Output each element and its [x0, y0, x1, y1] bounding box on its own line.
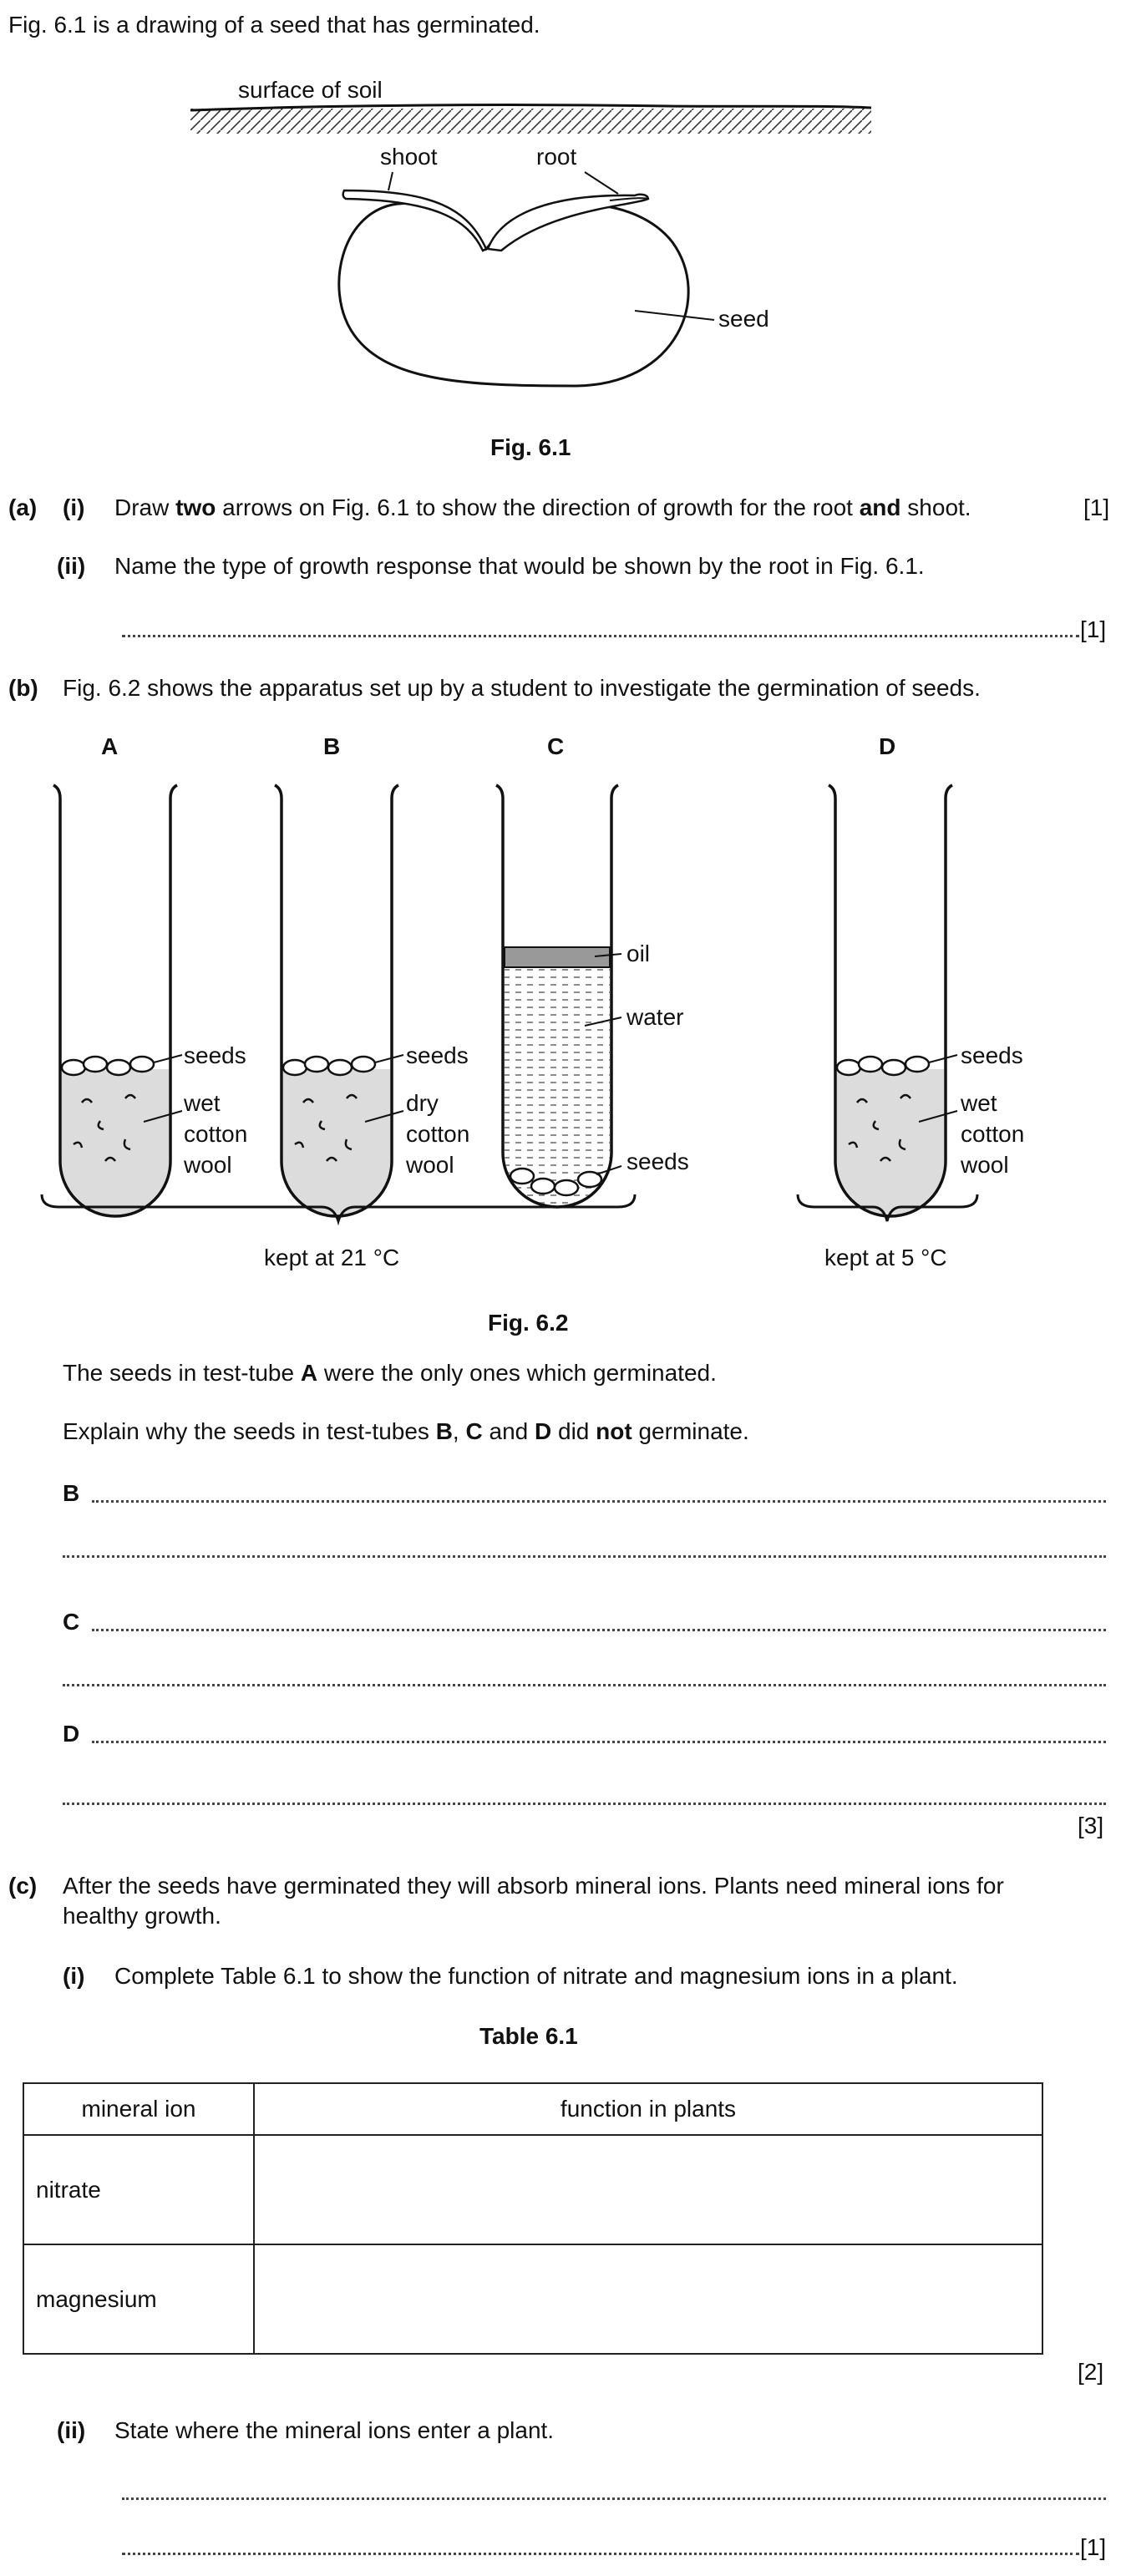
tube-b-label: B — [323, 733, 340, 759]
tube-a — [53, 783, 183, 1218]
q-text: , — [452, 1418, 466, 1444]
fig-6-2-drawing: A seeds wet cotton wool B seeds dry cott… — [40, 733, 1024, 1270]
table-6-1-caption: Table 6.1 — [479, 2023, 578, 2049]
q-text: were the only ones which germinated. — [317, 1360, 717, 1386]
part-b-label: (b) — [8, 675, 38, 701]
root-label: root — [536, 144, 576, 170]
tube-c-water-label: water — [626, 1004, 683, 1030]
part-b-text: Fig. 6.2 shows the apparatus set up by a… — [63, 675, 981, 701]
answer-line-c-2[interactable] — [63, 1684, 1106, 1686]
intro-text: Fig. 6.1 is a drawing of a seed that has… — [8, 12, 540, 38]
part-a-i-mark: [1] — [1083, 494, 1110, 520]
tube-d-label: D — [879, 733, 895, 759]
fig-6-1-drawing: surface of soil shoot root seed — [190, 77, 872, 388]
q-text: germinate. — [632, 1418, 749, 1444]
tube-a-label: A — [101, 733, 118, 759]
part-c-i-question: Complete Table 6.1 to show the function … — [114, 1963, 958, 1989]
shoot-label: shoot — [380, 144, 438, 170]
answer-line-d-2[interactable] — [63, 1803, 1106, 1805]
part-c-label: (c) — [8, 1873, 38, 1899]
q-text: and — [482, 1418, 535, 1444]
tube-a-cotton-label: cotton — [184, 1121, 247, 1147]
answer-line-c-1[interactable] — [92, 1629, 1106, 1631]
q-bold: A — [300, 1360, 318, 1386]
q-bold-two: two — [175, 494, 216, 520]
tube-c — [495, 783, 622, 1209]
tube-d-seeds-label: seeds — [961, 1042, 1023, 1068]
tube-b-cotton-label: cotton — [406, 1121, 469, 1147]
part-b-mark: [3] — [1078, 1813, 1104, 1838]
tube-b-wool-label: wool — [405, 1152, 454, 1178]
q-text: shoot. — [900, 494, 971, 520]
q-bold-and: and — [859, 494, 901, 520]
tube-c-oil-label: oil — [626, 941, 650, 966]
table-cell-ion-nitrate: nitrate — [23, 2134, 255, 2245]
answer-line-b-1[interactable] — [92, 1500, 1106, 1503]
root — [486, 193, 650, 252]
q-bold: C — [465, 1418, 483, 1444]
seed-outline — [337, 201, 690, 388]
table-cell-ion-magnesium: magnesium — [23, 2244, 255, 2355]
answer-line-a-ii[interactable] — [122, 635, 1079, 637]
part-c-ii-question: State where the mineral ions enter a pla… — [114, 2417, 555, 2443]
brace-5c — [796, 1194, 979, 1222]
tube-b-seeds-label: seeds — [406, 1042, 469, 1068]
part-a-ii-label: (ii) — [57, 553, 86, 579]
answer-label-d: D — [63, 1721, 80, 1747]
shoot — [342, 189, 488, 252]
part-a-i-question: Draw two arrows on Fig. 6.1 to show the … — [114, 494, 971, 521]
tube-c-seeds-label: seeds — [626, 1149, 689, 1174]
part-b-question: Explain why the seeds in test-tubes B, C… — [63, 1418, 749, 1445]
part-a-ii-question: Name the type of growth response that wo… — [114, 553, 925, 579]
seed-label: seed — [718, 306, 769, 332]
soil-hatching — [190, 109, 871, 134]
tube-d-wool-label: wool — [960, 1152, 1009, 1178]
kept-5-label: kept at 5 °C — [824, 1245, 947, 1270]
tube-d — [828, 783, 958, 1218]
answer-line-d-1[interactable] — [92, 1741, 1106, 1743]
table-header-function: function in plants — [253, 2082, 1043, 2136]
tube-a-wool-label: wool — [183, 1152, 232, 1178]
q-bold: B — [435, 1418, 453, 1444]
answer-label-b: B — [63, 1480, 80, 1506]
q-text: Draw — [114, 494, 176, 520]
answer-line-c-ii-2[interactable] — [122, 2553, 1079, 2555]
q-bold-not: not — [596, 1418, 632, 1444]
answer-line-b-2[interactable] — [63, 1555, 1106, 1558]
q-bold: D — [535, 1418, 552, 1444]
tube-a-wet-label: wet — [183, 1090, 221, 1116]
part-a-label: (a) — [8, 494, 38, 520]
q-text: The seeds in test-tube — [63, 1360, 301, 1386]
table-mark: [2] — [1078, 2359, 1104, 2385]
tube-b — [274, 783, 404, 1218]
tube-d-cotton-label: cotton — [961, 1121, 1024, 1147]
fig-6-1-caption: Fig. 6.1 — [490, 434, 571, 460]
answer-label-c: C — [63, 1609, 80, 1635]
table-header-mineral-ion: mineral ion — [23, 2082, 255, 2136]
part-b-statement: The seeds in test-tube A were the only o… — [63, 1360, 717, 1387]
part-a-ii-mark: [1] — [1080, 616, 1107, 642]
q-text: Explain why the seeds in test-tubes — [63, 1418, 436, 1444]
tube-a-seeds-label: seeds — [184, 1042, 246, 1068]
kept-21-label: kept at 21 °C — [264, 1245, 399, 1270]
part-c-text-line2: healthy growth. — [63, 1903, 221, 1929]
part-c-ii-label: (ii) — [57, 2417, 86, 2443]
part-a-i-label: (i) — [63, 494, 85, 520]
table-cell-function-magnesium[interactable] — [253, 2244, 1043, 2355]
answer-line-c-ii-1[interactable] — [122, 2497, 1106, 2500]
part-c-text-line1: After the seeds have germinated they wil… — [63, 1873, 1004, 1899]
brace-21c — [40, 1194, 637, 1226]
tube-d-wet-label: wet — [960, 1090, 997, 1116]
q-text: arrows on Fig. 6.1 to show the direction… — [216, 494, 860, 520]
part-c-i-label: (i) — [63, 1963, 85, 1989]
part-c-ii-mark: [1] — [1080, 2534, 1107, 2560]
table-cell-function-nitrate[interactable] — [253, 2134, 1043, 2245]
q-text: did — [551, 1418, 596, 1444]
tube-c-label: C — [547, 733, 564, 759]
table-6-1: mineral ion function in plants nitrate m… — [23, 2082, 1043, 2355]
fig-6-2-caption: Fig. 6.2 — [488, 1310, 569, 1336]
tube-b-dry-label: dry — [406, 1090, 439, 1116]
surface-of-soil-label: surface of soil — [238, 77, 383, 103]
soil-surface-line — [190, 104, 872, 112]
